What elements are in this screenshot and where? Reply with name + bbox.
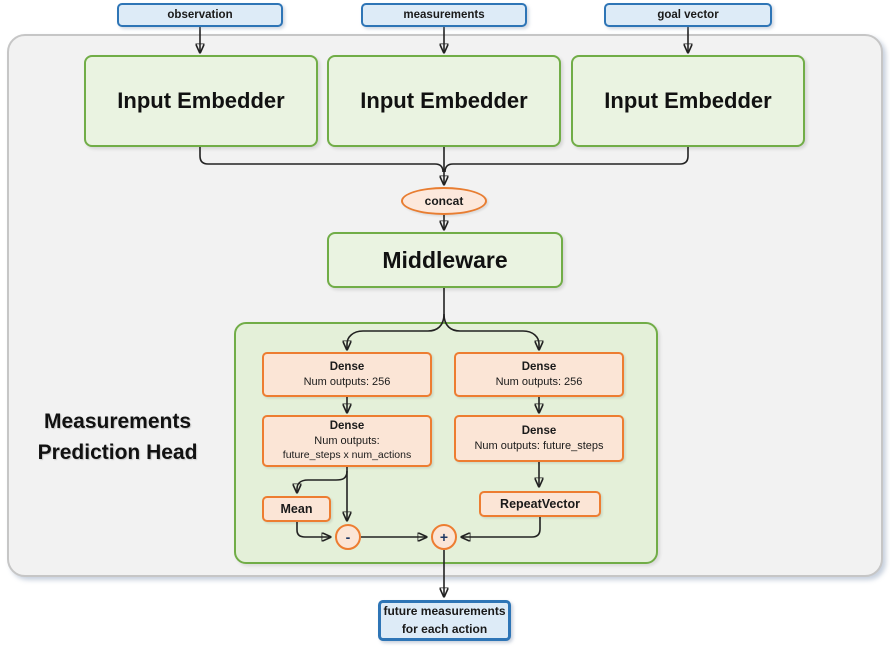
dense-left-1: Dense Num outputs: 256 xyxy=(262,352,432,397)
input-embedder-1-label: Input Embedder xyxy=(117,88,285,113)
dense-right-1-title: Dense xyxy=(521,360,557,373)
middleware-label: Middleware xyxy=(382,246,508,273)
mean-label: Mean xyxy=(280,501,313,516)
input-node-measurements: measurements xyxy=(361,3,527,27)
head-title: Measurements Prediction Head xyxy=(37,410,198,464)
input-node-observation: observation xyxy=(117,3,283,27)
subtract-op-label: - xyxy=(345,529,351,545)
dense-right-2-title: Dense xyxy=(521,424,557,437)
dense-left-2-title: Dense xyxy=(329,420,365,433)
repeat-vector-label: RepeatVector xyxy=(500,496,580,511)
dense-left-2: Dense Num outputs: future_steps x num_ac… xyxy=(262,415,432,467)
dense-left-1-subtitle: Num outputs: 256 xyxy=(303,375,391,388)
input-node-goal-vector-label: goal vector xyxy=(657,9,719,21)
dense-right-2-subtitle: Num outputs: future_steps xyxy=(474,439,604,452)
input-embedder-2: Input Embedder xyxy=(327,55,561,147)
dense-right-1: Dense Num outputs: 256 xyxy=(454,352,624,397)
output-label-line2: for each action xyxy=(401,621,488,636)
dense-left-2-subtitle-2: future_steps x num_actions xyxy=(282,448,412,461)
concat-label: concat xyxy=(424,194,464,208)
concat-node: concat xyxy=(401,187,487,215)
output-node: future measurements for each action xyxy=(378,600,511,641)
subtract-op-node: - xyxy=(335,524,361,550)
add-op-node: + xyxy=(431,524,457,550)
output-label-line1: future measurements xyxy=(383,604,506,619)
dense-left-1-title: Dense xyxy=(329,360,365,373)
input-embedder-3: Input Embedder xyxy=(571,55,805,147)
input-node-observation-label: observation xyxy=(167,9,233,21)
input-node-goal-vector: goal vector xyxy=(604,3,772,27)
dense-right-1-subtitle: Num outputs: 256 xyxy=(495,375,583,388)
middleware-node: Middleware xyxy=(327,232,563,288)
add-op-label: + xyxy=(439,529,449,545)
input-node-measurements-label: measurements xyxy=(403,9,485,21)
input-embedder-3-label: Input Embedder xyxy=(604,88,772,113)
mean-node: Mean xyxy=(262,496,331,522)
input-embedder-1: Input Embedder xyxy=(84,55,318,147)
dense-right-2: Dense Num outputs: future_steps xyxy=(454,415,624,462)
dense-left-2-subtitle: Num outputs: xyxy=(314,435,380,448)
input-embedder-2-label: Input Embedder xyxy=(360,88,528,113)
repeat-vector-node: RepeatVector xyxy=(479,491,601,517)
